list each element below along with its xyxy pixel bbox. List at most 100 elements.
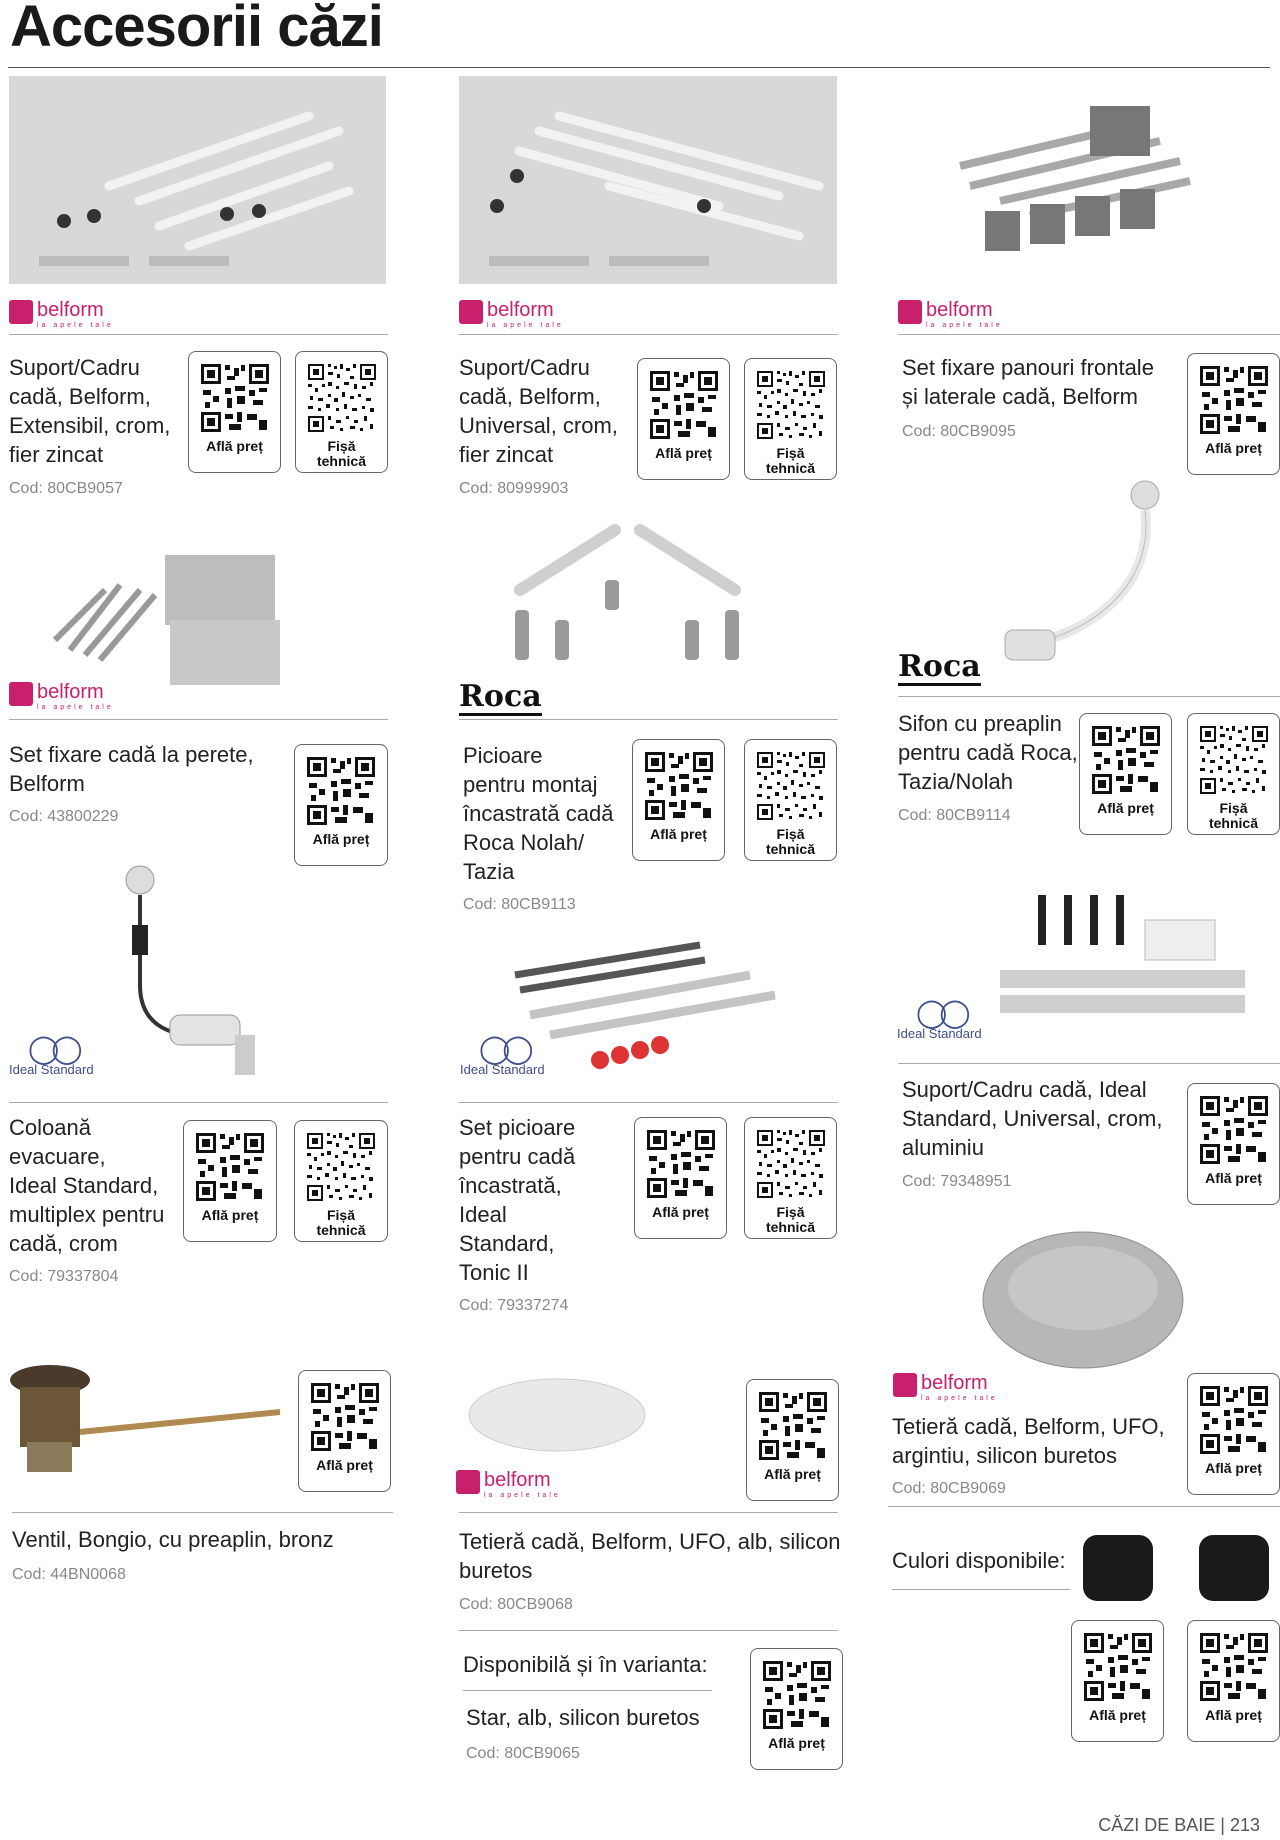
product-title: Ventil, Bongio, cu preaplin, bronz — [12, 1527, 334, 1552]
qr-code-icon — [305, 1131, 377, 1203]
qr-code-icon — [194, 1131, 266, 1203]
qr-code-icon — [1089, 724, 1162, 796]
product-code: Cod: 80CB9113 — [463, 896, 576, 913]
divider — [898, 334, 1280, 335]
color-swatch-black[interactable] — [1199, 1535, 1269, 1601]
product-code: Cod: 79337274 — [459, 1297, 569, 1314]
divider — [892, 1589, 1070, 1590]
product-code: Cod: 79348951 — [902, 1173, 1012, 1190]
product-photo-silver-ufo-headrest — [980, 1228, 1187, 1373]
divider — [459, 1512, 838, 1513]
price-qr-button[interactable]: Află preț — [637, 358, 730, 480]
price-qr-button[interactable]: Află preț — [183, 1120, 277, 1242]
price-qr-button[interactable]: Află preț — [1187, 353, 1280, 475]
divider — [9, 719, 388, 720]
qr-code-icon — [760, 1659, 833, 1731]
price-qr-button[interactable]: Află preț — [746, 1379, 839, 1501]
price-qr-button[interactable]: Află preț — [1079, 713, 1172, 835]
qr-code-icon — [1081, 1631, 1154, 1703]
qr-code-icon — [647, 369, 720, 441]
belform-mark-icon — [9, 300, 33, 324]
qr-code-icon — [305, 362, 378, 434]
qr-code-icon — [1197, 1094, 1270, 1166]
qr-code-icon — [754, 369, 827, 441]
divider — [898, 696, 1280, 697]
divider — [459, 1630, 838, 1631]
qr-code-icon — [1197, 1631, 1270, 1703]
product-code: Cod: 80CB9069 — [892, 1480, 1006, 1497]
product-code: Cod: 80CB9068 — [459, 1596, 573, 1613]
variant-title: Star, alb, silicon buretos — [466, 1705, 700, 1730]
ideal-rings-icon: ◯◯ — [478, 1033, 534, 1064]
page-footer: CĂZI DE BAIE | 213 — [1098, 1815, 1260, 1836]
brand-logo-roca: Roca — [459, 679, 542, 716]
product-code: Cod: 44BN0068 — [12, 1566, 126, 1583]
qr-code-icon — [644, 1128, 717, 1200]
ideal-rings-icon: ◯◯ — [915, 997, 971, 1028]
divider — [12, 1512, 393, 1513]
price-qr-button[interactable]: Află preț — [188, 351, 281, 473]
page-title: Accesorii căzi — [10, 0, 384, 59]
price-qr-button[interactable]: Află preț — [750, 1648, 843, 1770]
price-qr-button[interactable]: Află preț — [294, 744, 388, 866]
product-photo-bronze-valve — [5, 1362, 285, 1477]
divider — [463, 1690, 712, 1691]
colors-label: Culori disponibile: — [892, 1548, 1066, 1573]
product-code: Cod: 80CB9095 — [902, 423, 1016, 440]
qr-code-icon — [754, 750, 827, 822]
qr-code-icon — [1197, 1384, 1270, 1456]
qr-code-icon — [1197, 364, 1270, 436]
product-code: Cod: 79337804 — [9, 1268, 119, 1285]
brand-logo-ideal-standard: ◯◯Ideal Standard — [897, 997, 982, 1042]
product-photo-wall-fixing-set — [45, 550, 285, 690]
product-photo-white-ufo-headrest — [465, 1373, 650, 1453]
price-qr-button[interactable]: Află preț — [298, 1370, 391, 1492]
qr-code-icon — [1197, 724, 1270, 796]
product-code: Cod: 43800229 — [9, 808, 119, 825]
price-qr-button[interactable]: Află preț — [1187, 1083, 1280, 1205]
footer-section: CĂZI DE BAIE — [1098, 1815, 1216, 1835]
product-photo-panel-fixing-set — [940, 86, 1220, 276]
belform-mark-icon — [9, 682, 33, 706]
divider — [898, 1063, 1280, 1064]
color-swatch-black[interactable] — [1083, 1535, 1153, 1601]
price-qr-button[interactable]: Află preț — [1071, 1620, 1164, 1742]
price-qr-button[interactable]: Află preț — [632, 739, 725, 861]
product-title: Set fixare cadă la perete,Belform — [9, 742, 254, 796]
product-photo-roca-siphon — [985, 480, 1175, 680]
divider — [9, 334, 388, 335]
belform-mark-icon — [456, 1470, 480, 1494]
product-photo-bath-frame-extensible — [9, 76, 386, 284]
belform-mark-icon — [459, 300, 483, 324]
belform-mark-icon — [898, 300, 922, 324]
divider — [888, 1506, 1280, 1507]
brand-logo-ideal-standard: ◯◯Ideal Standard — [9, 1033, 94, 1078]
product-title: Tetieră cadă, Belform, UFO,argintiu, sil… — [892, 1414, 1165, 1468]
product-code: Cod: 80CB9057 — [9, 480, 123, 497]
product-photo-drain-column — [110, 865, 260, 1080]
product-photo-roca-legs — [505, 520, 745, 670]
price-qr-button[interactable]: Află preț — [634, 1117, 727, 1239]
price-qr-button[interactable]: Află preț — [1187, 1620, 1280, 1742]
price-qr-button[interactable]: Află preț — [1187, 1373, 1280, 1495]
product-photo-ideal-legs-set — [510, 935, 780, 1080]
product-photo-bath-frame-universal — [459, 76, 837, 284]
